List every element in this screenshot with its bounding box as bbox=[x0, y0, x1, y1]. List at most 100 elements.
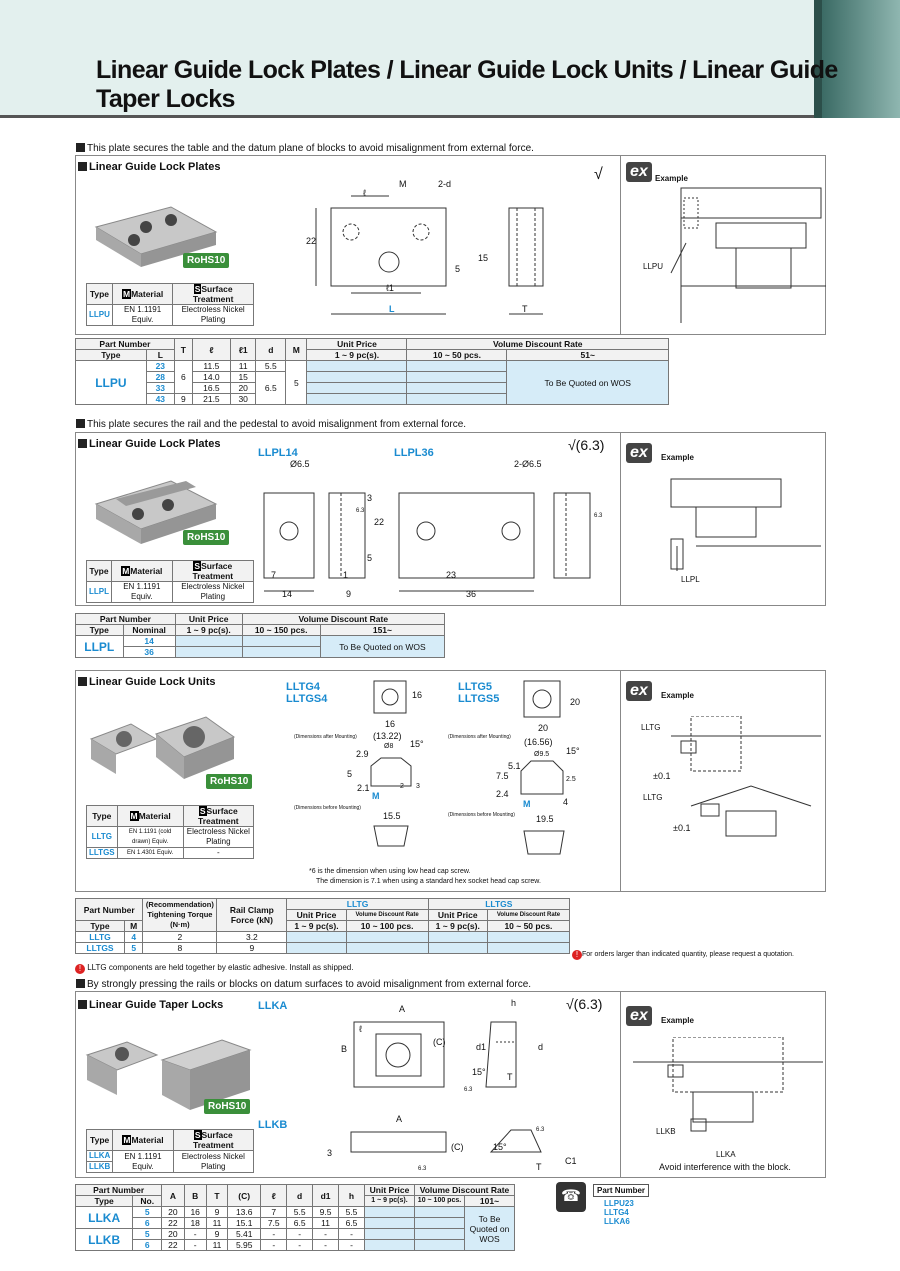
dim-M: M bbox=[399, 179, 407, 189]
section1-title: Linear Guide Lock Plates bbox=[78, 161, 220, 173]
example-label: Example bbox=[661, 453, 694, 462]
part-number-label: Part Number bbox=[593, 1184, 650, 1197]
dim-a16b: 16 bbox=[385, 719, 396, 729]
dim-bM: M bbox=[523, 799, 531, 809]
info-icon: ! bbox=[75, 964, 85, 974]
dim-a29: 2.9 bbox=[356, 749, 369, 759]
section3-title: Linear Guide Lock Units bbox=[78, 676, 216, 688]
dim-A: A bbox=[399, 1004, 406, 1014]
dim-36: 36 bbox=[466, 589, 477, 599]
dim-T: T bbox=[507, 1072, 513, 1082]
dim-5: 5 bbox=[455, 264, 461, 274]
section4-note: By strongly pressing the rails or blocks… bbox=[76, 979, 531, 990]
dim-c63: 6.3 bbox=[464, 1087, 473, 1093]
dim-1: 1 bbox=[343, 570, 349, 580]
example-part: LLPL bbox=[681, 575, 700, 584]
dim-a1322: (13.22) bbox=[373, 731, 402, 741]
dim-a5: 5 bbox=[347, 769, 353, 779]
llkb-label: LLKB bbox=[258, 1119, 288, 1131]
check-mark: √ bbox=[594, 166, 603, 183]
example-part-2: LLKA bbox=[716, 1150, 736, 1159]
dim-T2: T bbox=[536, 1162, 542, 1172]
dim-g63: 6.3 bbox=[536, 1127, 545, 1133]
dim-15: 15 bbox=[478, 253, 489, 263]
product-photo bbox=[86, 699, 236, 789]
dim-a15: 15° bbox=[472, 1067, 486, 1077]
example-part: LLPU bbox=[643, 262, 664, 271]
example-panel: ex Example LLTG ±0.1 LLTG ±0.1 bbox=[620, 671, 826, 891]
dim-a15d: 15° bbox=[410, 739, 424, 749]
example-part-1: LLTG bbox=[641, 723, 661, 732]
dim-A2: A bbox=[396, 1114, 403, 1124]
dim-C2: (C) bbox=[451, 1142, 464, 1152]
section1-note: This plate secures the table and the dat… bbox=[76, 143, 534, 154]
dim-B: B bbox=[341, 1044, 348, 1054]
dim-b1656: (16.56) bbox=[524, 737, 553, 747]
order-note: !For orders larger than indicated quanti… bbox=[572, 950, 794, 960]
footnote-2: The dimension is 7.1 when using a standa… bbox=[316, 878, 541, 885]
llpl36-label: LLPL36 bbox=[394, 447, 434, 459]
llpl14-label: LLPL14 bbox=[258, 447, 298, 459]
lltg-price-table: Part Number(Recommendation) Tightening T… bbox=[74, 898, 571, 954]
dim-2d: 2-d bbox=[438, 179, 452, 189]
dim-a21: 2.1 bbox=[357, 783, 370, 793]
rohs-badge: RoHS10 bbox=[204, 1099, 251, 1114]
dim-b15d: 15° bbox=[566, 746, 580, 756]
dim-3: 3 bbox=[367, 493, 373, 503]
example-part-2: LLTG bbox=[643, 793, 663, 802]
page-title: Linear Guide Lock Plates / Linear Guide … bbox=[96, 56, 838, 113]
dim-T: T bbox=[522, 304, 528, 314]
ex-badge: ex bbox=[626, 681, 652, 701]
example-panel: ex Example LLKB LLKA Avoid interference … bbox=[620, 992, 826, 1177]
rohs-badge: RoHS10 bbox=[206, 774, 253, 789]
dim-5: 5 bbox=[367, 553, 373, 563]
example-label: Example bbox=[661, 691, 694, 700]
dim-before-mount-2: (Dimensions before Mounting) bbox=[448, 812, 515, 818]
example-label: Example bbox=[655, 174, 688, 183]
example-label: Example bbox=[661, 1016, 694, 1025]
footnote-1: *6 is the dimension when using low head … bbox=[309, 868, 471, 875]
section4-title: Linear Guide Taper Locks bbox=[78, 999, 223, 1011]
dim-2-d65: 2-Ø6.5 bbox=[514, 459, 542, 469]
adhesive-note: ! LLTG components are held together by e… bbox=[75, 963, 353, 974]
dim-22: 22 bbox=[306, 236, 317, 246]
dim-22: 22 bbox=[374, 517, 385, 527]
header-banner bbox=[0, 0, 822, 118]
ex-badge: ex bbox=[626, 443, 652, 463]
roughness-mark: √(6.3) bbox=[568, 437, 605, 453]
dim-23: 23 bbox=[446, 570, 457, 580]
example-panel: ex Example LLPU bbox=[620, 156, 826, 334]
phone-order-icon: ☎ bbox=[556, 1182, 586, 1212]
dim-l: ℓ bbox=[359, 1024, 362, 1034]
dim-a2: 2 bbox=[400, 783, 404, 790]
info-icon: ! bbox=[572, 950, 582, 960]
dim-d65: Ø6.5 bbox=[290, 459, 310, 469]
example-panel: ex Example LLPL bbox=[620, 433, 826, 605]
llk-drawing bbox=[350, 1021, 542, 1153]
dim-63b: 6.3 bbox=[594, 513, 603, 519]
dim-e63: 6.3 bbox=[418, 1166, 427, 1172]
example-tol-2: ±0.1 bbox=[673, 823, 691, 833]
section2-note: This plate secures the rail and the pede… bbox=[76, 419, 466, 430]
dim-l: ℓ bbox=[363, 188, 366, 198]
rohs-badge: RoHS10 bbox=[183, 530, 230, 545]
lltg-drawing bbox=[370, 680, 565, 855]
dim-7: 7 bbox=[271, 570, 277, 580]
dim-after-mount-2: (Dimensions after Mounting) bbox=[448, 734, 511, 740]
dim-b75: 7.5 bbox=[496, 771, 509, 781]
dim-d1: d1 bbox=[476, 1042, 487, 1052]
header-tab bbox=[814, 0, 900, 118]
ex-badge: ex bbox=[626, 162, 652, 182]
dim-h: h bbox=[511, 998, 517, 1008]
dim-b195: 19.5 bbox=[536, 814, 554, 824]
dim-a3: 3 bbox=[416, 783, 420, 790]
dim-b15: 15° bbox=[493, 1142, 507, 1152]
